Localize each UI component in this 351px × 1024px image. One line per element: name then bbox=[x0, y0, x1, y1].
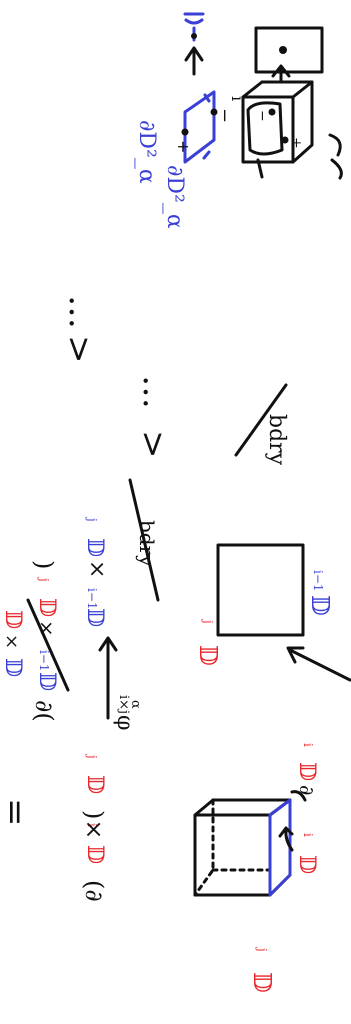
svg-text:j: j bbox=[85, 753, 99, 759]
parallelogram-sketch: − + i bbox=[174, 92, 247, 162]
svg-text:i: i bbox=[301, 833, 315, 837]
svg-text:𝔻: 𝔻 bbox=[34, 598, 59, 617]
svg-text:𝔻: 𝔻 bbox=[294, 762, 319, 781]
minus-sign: − bbox=[214, 108, 235, 123]
svg-text:−: − bbox=[254, 110, 270, 122]
numerator-dgamma: 𝔻 bbox=[0, 610, 25, 629]
square-with-point bbox=[256, 28, 322, 72]
numerator-dbeta: 𝔻 bbox=[0, 658, 25, 677]
svg-text:j: j bbox=[255, 946, 269, 952]
d-gamma-j-square-label: 𝔻 bbox=[194, 645, 222, 666]
svg-text:𝔻: 𝔻 bbox=[294, 855, 319, 874]
svg-text:×: × bbox=[35, 620, 59, 637]
gt-sign-2: > bbox=[133, 430, 173, 459]
bdry-label-1: bdry bbox=[135, 520, 159, 567]
d-gamma-j-cube-label: 𝔻 bbox=[248, 972, 276, 993]
svg-text:i: i bbox=[301, 743, 315, 747]
svg-text:j: j bbox=[85, 516, 99, 522]
svg-text:j: j bbox=[201, 618, 215, 624]
svg-text:i−1: i−1 bbox=[85, 588, 99, 610]
svg-text:𝔻: 𝔻 bbox=[82, 538, 107, 557]
plus-sign: + bbox=[174, 140, 193, 153]
square-d-beta-times-d-gamma bbox=[218, 545, 303, 635]
boundary-square-diagram: ∂D²_α bbox=[134, 120, 159, 184]
bdry-label-2: bdry bbox=[264, 414, 289, 466]
svg-text:+: + bbox=[288, 137, 304, 149]
equals-sign: = bbox=[0, 798, 35, 827]
svg-text:𝔻: 𝔻 bbox=[34, 672, 59, 691]
bdry-annotation-1: bdry bbox=[236, 385, 289, 466]
svg-text:(∂: (∂ bbox=[80, 880, 108, 902]
map-arrow-top bbox=[186, 48, 202, 74]
svg-text:i−1: i−1 bbox=[37, 650, 51, 672]
equation-block: = 𝔻 × 𝔻 ∂( 𝔻 i−1 × 𝔻 j ) (∂ 𝔻 i )× 𝔻 j φ… bbox=[0, 480, 159, 902]
svg-text:j: j bbox=[37, 576, 51, 582]
d2-alpha-boundary-label: ∂D²_α bbox=[134, 120, 159, 184]
del-d2-alpha-text: ∂D²_α bbox=[134, 120, 159, 184]
svg-text:𝔻: 𝔻 bbox=[82, 775, 107, 794]
svg-text:)×: )× bbox=[80, 810, 108, 839]
d-beta-square-label: 𝔻 bbox=[306, 595, 334, 616]
d-alpha-i-label: 𝔻 i bbox=[280, 828, 319, 874]
cube-d-alpha-times-d-gamma bbox=[195, 800, 290, 895]
partial-d-alpha-label: ∂ 𝔻 i bbox=[292, 743, 319, 800]
ellipsis-2: … bbox=[135, 375, 175, 409]
svg-text:𝔻: 𝔻 bbox=[82, 845, 107, 864]
inequalities: > … > … bbox=[59, 295, 175, 459]
del-D2-alpha-label: ∂D²_α bbox=[162, 165, 187, 229]
svg-text:α: α bbox=[128, 700, 143, 709]
d-beta-top-point bbox=[185, 14, 203, 40]
svg-text:): ) bbox=[30, 560, 58, 569]
plus-point bbox=[182, 129, 189, 136]
gt-sign-1: > bbox=[59, 335, 99, 364]
svg-text:×: × bbox=[84, 560, 109, 578]
svg-text:∂: ∂ bbox=[295, 785, 319, 795]
svg-text:𝔻: 𝔻 bbox=[82, 608, 107, 627]
svg-text:×: × bbox=[1, 634, 22, 649]
cube-with-points: − + bbox=[243, 82, 312, 177]
svg-text:i−1: i−1 bbox=[311, 570, 325, 592]
ellipsis-1: … bbox=[61, 295, 101, 329]
boundary-face bbox=[270, 800, 290, 895]
cube-to-square-arrow bbox=[288, 648, 350, 680]
svg-text:φ: φ bbox=[112, 715, 137, 730]
scribble-mark bbox=[330, 135, 341, 178]
svg-text:∂(: ∂( bbox=[30, 700, 58, 722]
